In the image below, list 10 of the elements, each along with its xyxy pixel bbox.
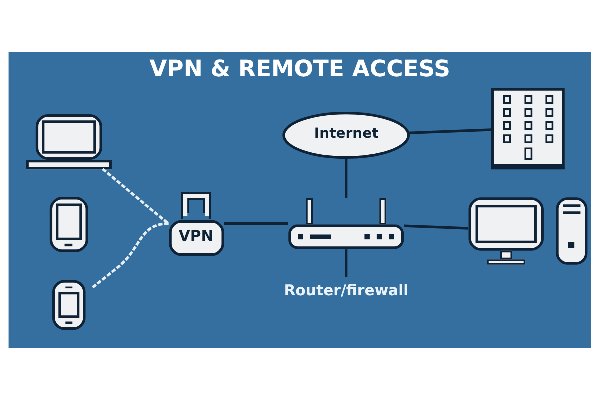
node-ellipse: Internet [282,112,410,160]
diagram-title: VPN & REMOTE ACCESS [150,56,450,82]
connector [408,128,492,134]
connector [345,158,348,198]
connector [102,168,170,225]
connector [404,224,469,230]
connector [92,222,169,289]
connector [345,250,348,277]
node-text: Router/firewall [284,282,409,300]
connector [224,222,288,226]
